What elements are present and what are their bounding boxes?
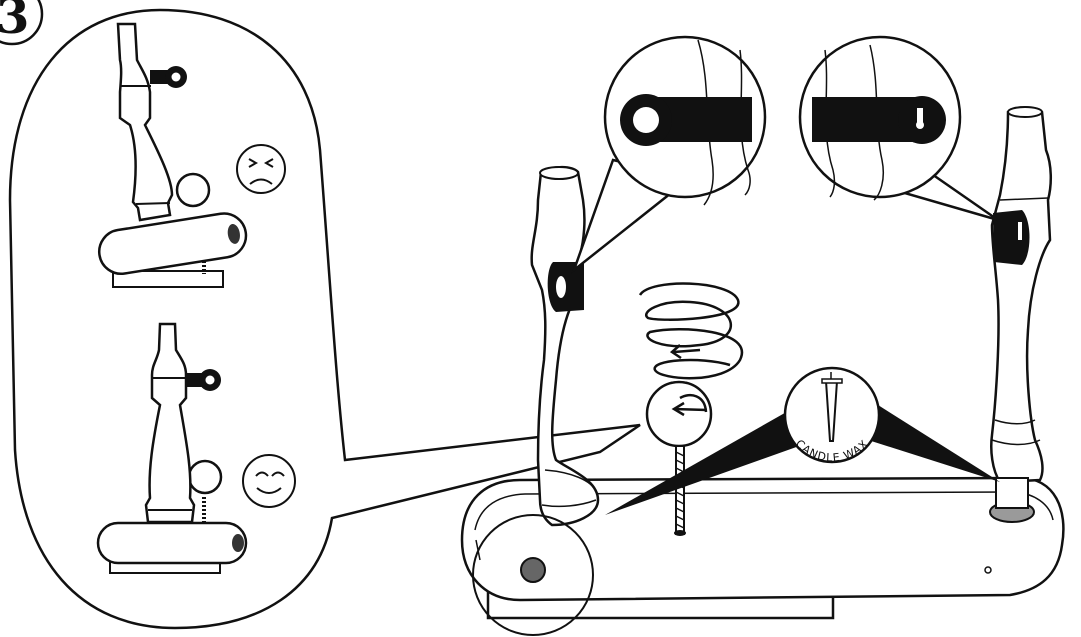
spring-spiral [640,284,742,379]
step-number: 3 [0,0,29,45]
frustrated-face-icon [237,145,285,193]
zoom-right [800,37,998,220]
cylinder-end [232,534,244,552]
ball-knob [189,461,221,493]
cylinder-body [98,523,246,563]
zoom-left [574,37,765,270]
knob [647,382,711,446]
happy-face-icon [243,455,295,507]
threaded-screw [676,446,684,534]
base-button [521,558,545,582]
ball-knob [177,174,209,206]
left-post [532,167,598,525]
right-post [991,108,1051,483]
step-badge: 3 [0,0,42,45]
main-assembly [462,107,1063,635]
right-bracket [993,210,1030,265]
base-hole [985,567,991,573]
wax-pointer-right [868,405,1000,482]
